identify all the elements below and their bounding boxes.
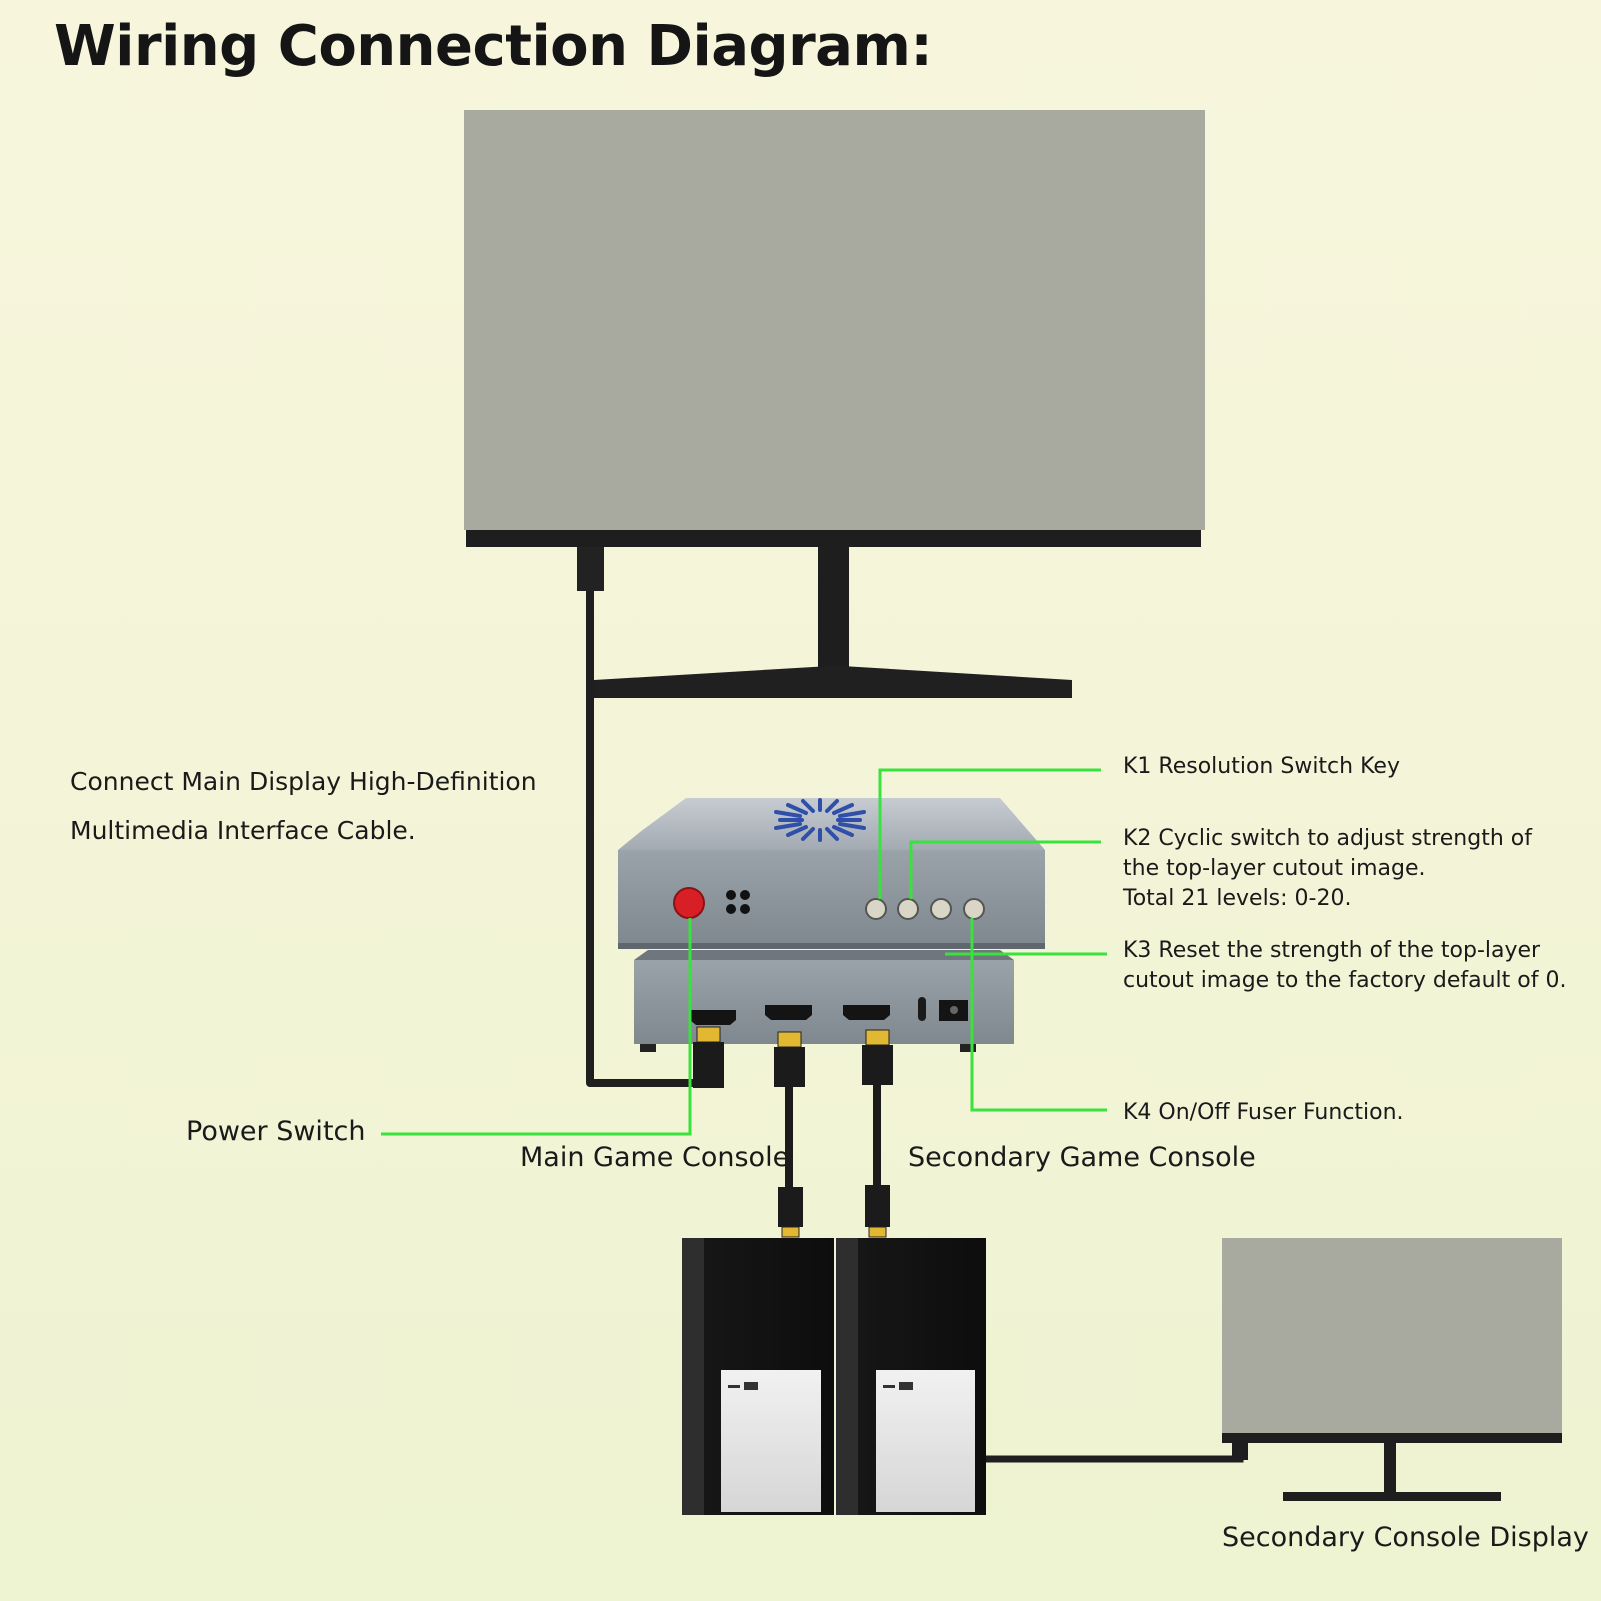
- k3-callout: K3 Reset the strength of the top-layer c…: [1123, 938, 1567, 993]
- k2-callout: K2 Cyclic switch to adjust strength of t…: [1123, 826, 1532, 911]
- key-k1-button: [865, 898, 887, 920]
- secondary-game-console-label: Secondary Game Console: [908, 1142, 1256, 1173]
- power-switch-leader-line: [381, 918, 692, 1136]
- secondary-game-console-tower: [836, 1238, 986, 1515]
- ir-sensor-dots: [726, 890, 750, 914]
- secondary-display-cable: [986, 1446, 1244, 1463]
- main-game-console-tower: [682, 1238, 834, 1515]
- main-display-cable-note: Connect Main Display High-Definition Mul…: [70, 767, 537, 845]
- main-game-console-label: Main Game Console: [520, 1142, 790, 1173]
- k1-callout: K1 Resolution Switch Key: [1123, 754, 1400, 779]
- main-monitor: [464, 110, 1205, 698]
- cooling-fan-vent: [774, 798, 866, 842]
- k4-callout: K4 On/Off Fuser Function.: [1123, 1100, 1404, 1125]
- main-monitor-bezel: [466, 530, 1201, 547]
- power-switch-label: Power Switch: [186, 1116, 366, 1147]
- power-button: [673, 887, 705, 919]
- k4-leader-line: [970, 918, 1107, 1112]
- key-k4-button: [963, 898, 985, 920]
- main-display-cable: [586, 591, 693, 1087]
- k2-leader-line: [909, 840, 1101, 899]
- main-monitor-neck: [818, 547, 849, 669]
- secondary-console-display: [1222, 1238, 1562, 1501]
- main-monitor-base: [594, 666, 1072, 698]
- main-monitor-screen: [464, 110, 1205, 530]
- hdmi-port-main-display: [690, 1010, 736, 1025]
- diagram-title: Wiring Connection Diagram:: [54, 14, 933, 79]
- fuser-device-top-unit: [618, 798, 1045, 949]
- fuser-device-bottom-unit: [634, 950, 1014, 1052]
- key-k3-button: [930, 898, 952, 920]
- hdmi-port-main-console: [765, 1005, 812, 1020]
- callout-leader-lines: [381, 768, 1107, 1136]
- hdmi-port-secondary-console: [843, 1005, 890, 1020]
- k1-leader-line: [878, 768, 1101, 899]
- usb-c-port: [918, 997, 926, 1021]
- hdmi-cables: [693, 1026, 893, 1238]
- key-k2-button: [897, 898, 919, 920]
- secondary-console-display-label: Secondary Console Display: [1222, 1522, 1589, 1553]
